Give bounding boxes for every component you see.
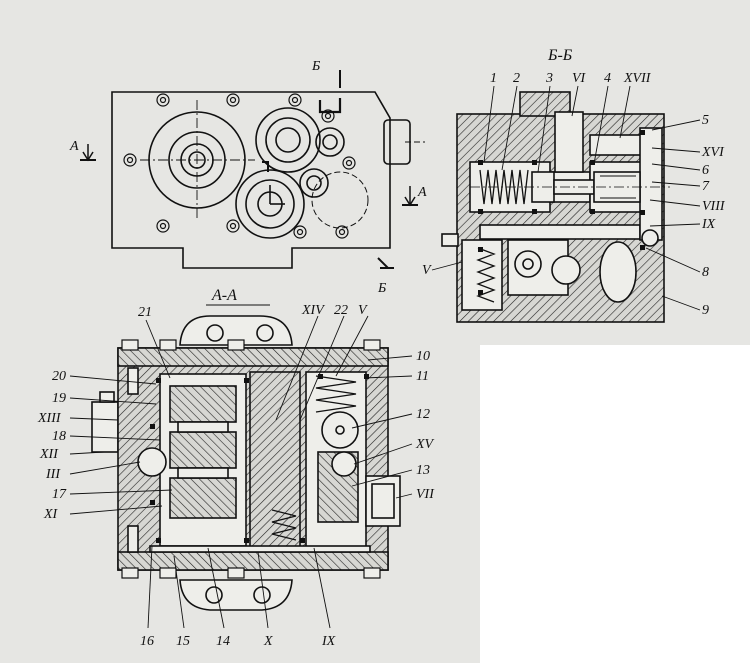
label-11: 11 <box>416 369 429 384</box>
cut-label-b-bottom: Б <box>377 281 386 296</box>
section-a-label-right: А <box>417 185 427 200</box>
label-xiv: XIV <box>301 303 325 318</box>
label-v-aa: V <box>358 303 368 318</box>
label-iii: III <box>45 467 61 482</box>
label-22: 22 <box>334 303 348 318</box>
label-xvii: XVII <box>623 71 652 86</box>
label-19: 19 <box>52 391 66 406</box>
label-1: 1 <box>490 71 497 86</box>
label-v-bb: V <box>422 263 432 278</box>
label-ix: IX <box>701 217 716 232</box>
cut-label-b-top: Б <box>311 59 320 74</box>
label-8: 8 <box>702 265 709 280</box>
label-xii: XII <box>39 447 59 462</box>
section-aa-title: А-А <box>211 287 237 304</box>
label-6: 6 <box>702 163 709 178</box>
label-vii: VII <box>416 487 435 502</box>
section-bb <box>431 85 701 323</box>
top-view <box>80 70 425 269</box>
label-viii: VIII <box>702 199 726 214</box>
label-vi: VI <box>572 71 587 86</box>
label-ix-aa: IX <box>321 634 336 649</box>
label-12: 12 <box>416 407 430 422</box>
label-xv: XV <box>415 437 435 452</box>
label-13: 13 <box>416 463 430 478</box>
label-x: X <box>263 634 273 649</box>
section-bb-title: Б-Б <box>547 47 573 64</box>
label-15: 15 <box>176 634 190 649</box>
label-2: 2 <box>513 71 520 86</box>
label-xvi: XVI <box>701 145 725 160</box>
label-7: 7 <box>702 179 710 194</box>
label-14: 14 <box>216 634 230 649</box>
section-aa <box>69 304 413 629</box>
label-18: 18 <box>52 429 66 444</box>
label-xiii: XIII <box>37 411 62 426</box>
section-a-label-left: А <box>69 139 79 154</box>
label-10: 10 <box>416 349 430 364</box>
label-3: 3 <box>545 71 553 86</box>
label-17: 17 <box>52 487 67 502</box>
label-20: 20 <box>52 369 66 384</box>
label-21: 21 <box>138 305 152 320</box>
label-xi: XI <box>43 507 59 522</box>
label-16: 16 <box>140 634 154 649</box>
blank-corner <box>480 345 750 663</box>
label-9: 9 <box>702 303 709 318</box>
label-5: 5 <box>702 113 709 128</box>
label-4: 4 <box>604 71 611 86</box>
